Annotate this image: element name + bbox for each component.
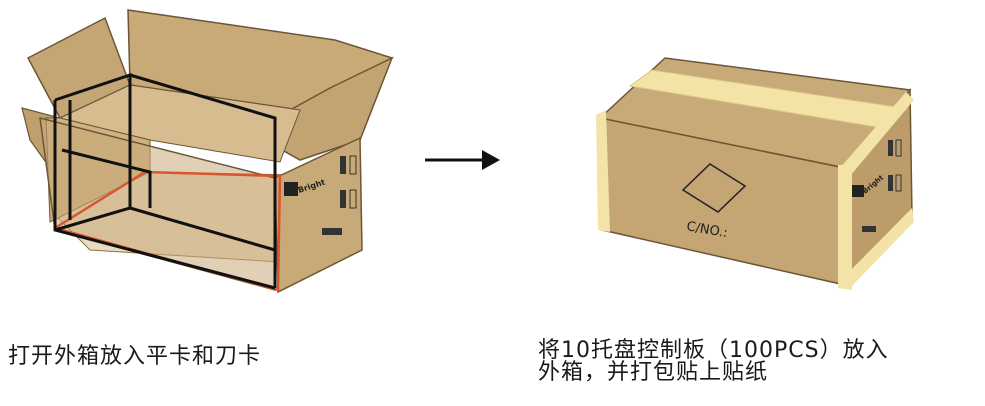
step-right-caption-line1: 将10托盘控制板（100PCS）放入 <box>538 338 889 363</box>
carton-number-label: C/NO.: <box>685 219 728 241</box>
packing-tape-left <box>596 110 610 232</box>
packing-tape-corner <box>838 165 852 290</box>
step-left-caption: 打开外箱放入平卡和刀卡 <box>8 344 262 369</box>
box-right-side <box>274 136 363 294</box>
closed-box: C/NO.: Bright <box>596 57 914 290</box>
knife-divider-frame <box>53 72 277 290</box>
packing-tape-right-top <box>840 92 914 176</box>
step-right-caption-line2: 外箱，并打包贴上贴纸 <box>538 360 769 385</box>
packing-tape-bottom <box>845 208 914 290</box>
open-box: Bright <box>21 9 394 294</box>
arrow-icon <box>425 150 500 170</box>
step-right-caption: 将10托盘控制板（100PCS）放入 外箱，并打包贴上贴纸 <box>538 340 889 384</box>
fragile-diamond-icon <box>681 163 747 213</box>
